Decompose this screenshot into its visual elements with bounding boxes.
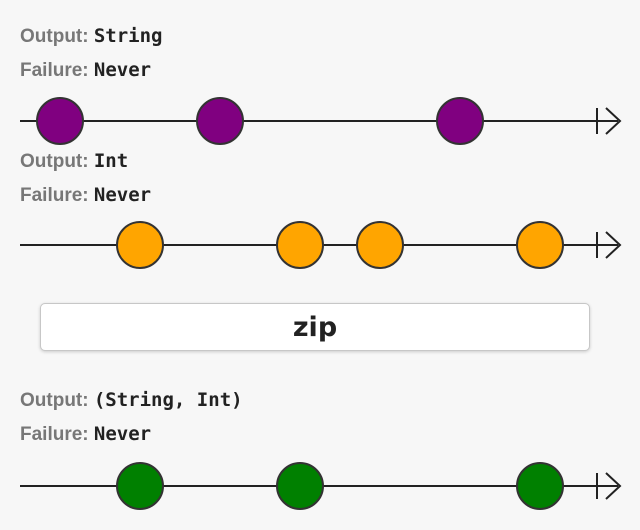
- stream-2-failure-label: Failure: Never: [20, 184, 151, 207]
- event-marble: [116, 462, 164, 510]
- output-type: (String, Int): [93, 389, 243, 411]
- event-marble: [436, 97, 484, 145]
- output-type: Int: [93, 150, 129, 172]
- zip-operator-box: zip: [40, 303, 590, 351]
- stream-2-output-label: Output: Int: [20, 150, 128, 173]
- output-key: Output:: [20, 151, 89, 172]
- failure-type: Never: [93, 423, 152, 445]
- failure-key: Failure:: [20, 60, 89, 81]
- timeline-arrow-icon: [605, 107, 622, 135]
- output-type: String: [93, 25, 163, 47]
- event-marble: [196, 97, 244, 145]
- event-marble: [276, 462, 324, 510]
- failure-type: Never: [93, 184, 152, 206]
- stream-output-timeline: [20, 462, 622, 510]
- timeline-arrow-icon: [605, 231, 622, 259]
- event-marble: [276, 221, 324, 269]
- event-marble: [516, 221, 564, 269]
- failure-key: Failure:: [20, 185, 89, 206]
- stream-1-output-label: Output: String: [20, 25, 163, 48]
- operator-label: zip: [292, 311, 338, 343]
- timeline-arrow-icon: [605, 472, 622, 500]
- output-key: Output:: [20, 26, 89, 47]
- stream-output-failure-label: Failure: Never: [20, 423, 151, 446]
- stream-1-failure-label: Failure: Never: [20, 59, 151, 82]
- failure-type: Never: [93, 59, 152, 81]
- stream-2-timeline: [20, 221, 622, 269]
- event-marble: [516, 462, 564, 510]
- event-marble: [36, 97, 84, 145]
- failure-key: Failure:: [20, 424, 89, 445]
- event-marble: [116, 221, 164, 269]
- stream-output-output-label: Output: (String, Int): [20, 389, 243, 412]
- output-key: Output:: [20, 390, 89, 411]
- stream-1-timeline: [20, 97, 622, 145]
- event-marble: [356, 221, 404, 269]
